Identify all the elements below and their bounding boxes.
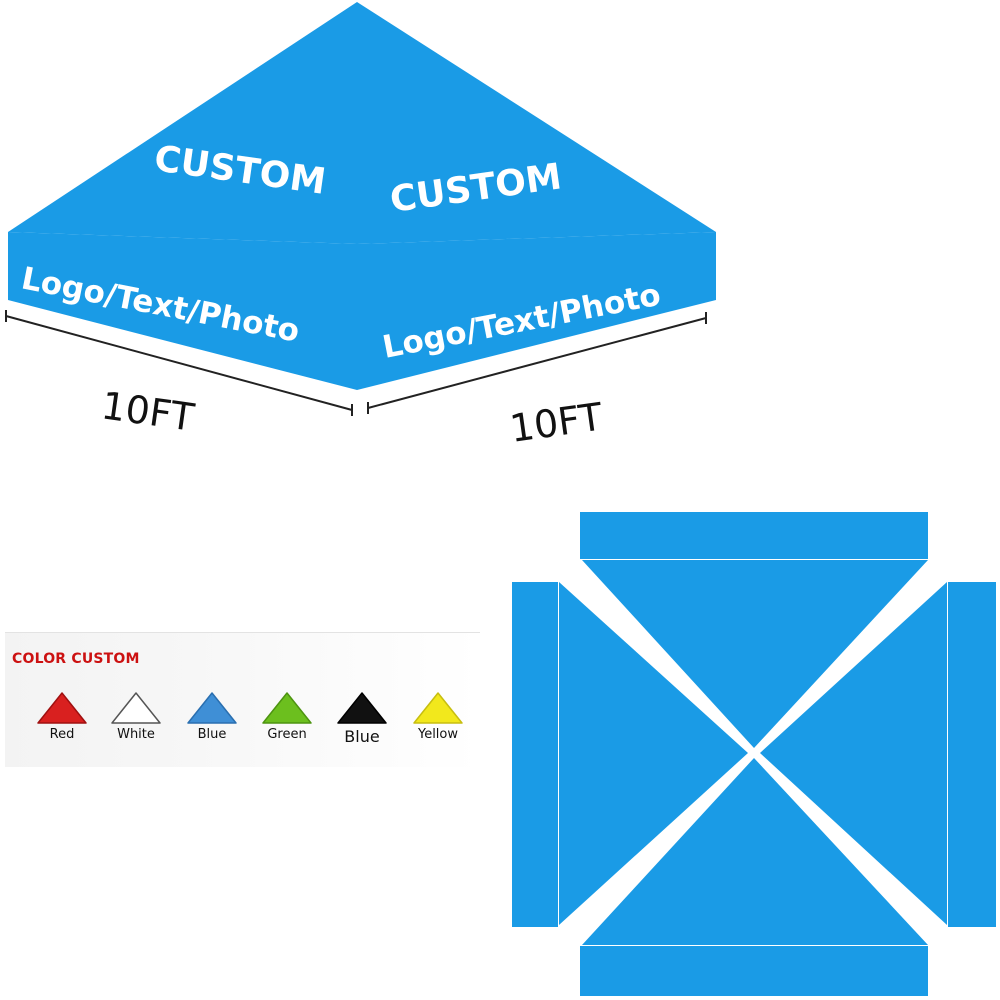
swatch-label: White — [117, 727, 155, 742]
swatch-green[interactable]: Green — [256, 691, 318, 742]
left-dimension-line — [5, 310, 353, 416]
right-dimension-line — [367, 312, 707, 414]
canopy-roof-left — [8, 2, 357, 244]
color-custom-title: COLOR CUSTOM — [12, 651, 140, 667]
swatch-white[interactable]: White — [105, 691, 167, 742]
flat-valance-top — [580, 512, 928, 559]
canopy-illustration: CUSTOM CUSTOM Logo/Text/Photo Logo/Text/… — [5, 2, 716, 451]
flat-roof-bottom — [582, 758, 928, 945]
flat-valance-bottom — [580, 946, 928, 996]
flat-roof-left — [559, 582, 748, 925]
swatch-label: Red — [49, 727, 75, 742]
flat-roof-right — [760, 582, 947, 925]
black-triangle-icon — [337, 692, 387, 724]
flat-valance-left — [512, 582, 558, 927]
swatch-label: Blue — [344, 727, 380, 746]
flat-valance-right — [948, 582, 996, 927]
red-triangle-icon — [37, 692, 87, 724]
canopy-valance-left — [8, 232, 357, 390]
swatch-yellow[interactable]: Yellow — [407, 691, 469, 742]
canopy-valance-right — [357, 232, 716, 390]
yellow-triangle-icon — [413, 692, 463, 724]
green-triangle-icon — [262, 692, 312, 724]
swatch-blue[interactable]: Blue — [181, 691, 243, 742]
swatch-label: Green — [267, 727, 307, 742]
swatch-label: Yellow — [417, 727, 459, 742]
swatch-black[interactable]: Blue — [331, 691, 393, 746]
swatch-label: Blue — [197, 727, 227, 742]
color-custom-panel: COLOR CUSTOM Red White Blue Green Blue — [5, 632, 480, 767]
flat-roof-top — [582, 560, 928, 748]
canopy-roof-right — [357, 2, 716, 244]
blue-triangle-icon — [187, 692, 237, 724]
white-triangle-icon — [111, 692, 161, 724]
swatch-red[interactable]: Red — [31, 691, 93, 742]
